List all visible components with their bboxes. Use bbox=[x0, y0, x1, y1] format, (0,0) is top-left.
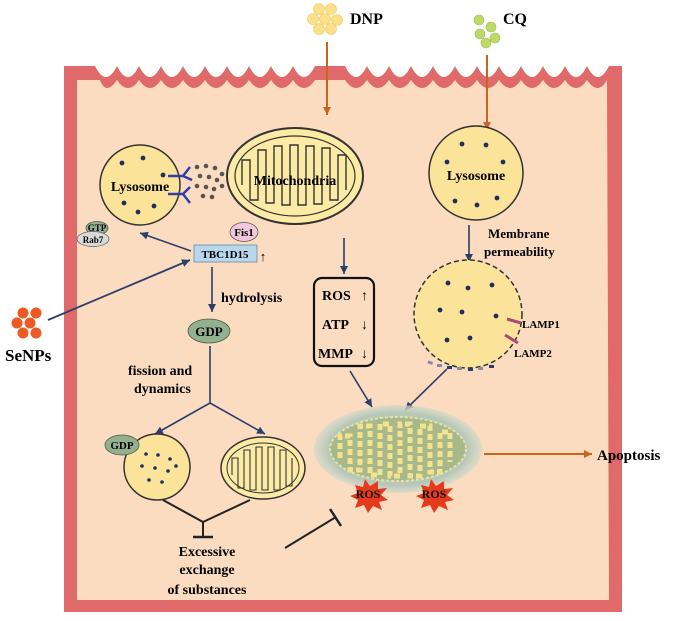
excessive-line2: exchange bbox=[179, 563, 234, 578]
exchange-inhibit-bar bbox=[328, 508, 343, 527]
rab7-oval bbox=[76, 231, 110, 247]
box-mmp-label: MMP bbox=[318, 347, 353, 362]
lamp1-marker bbox=[506, 317, 522, 325]
senps-label: SeNPs bbox=[5, 346, 52, 365]
lysosome-content-dots bbox=[194, 163, 225, 200]
senps-particles bbox=[11, 307, 42, 339]
senps-arrow bbox=[47, 259, 191, 321]
gdp-lower-oval bbox=[104, 434, 140, 456]
ros-burst-2 bbox=[416, 479, 454, 513]
dnp-label: DNP bbox=[350, 11, 383, 28]
tbc1d15-label: TBC1D15 bbox=[201, 249, 249, 261]
tbc-to-rab7-arrow bbox=[139, 231, 192, 252]
box-mmp-arrow: ↓ bbox=[361, 347, 368, 362]
lamp1-label: LAMP1 bbox=[522, 319, 560, 331]
mitochondria-damaged bbox=[314, 405, 482, 493]
gdp-top-oval bbox=[187, 318, 231, 344]
inhibition-branch-right bbox=[202, 499, 251, 523]
ros-burst-1 bbox=[350, 479, 388, 513]
lysosome-left: Lysosome bbox=[99, 144, 181, 226]
excessive-line1: Excessive bbox=[179, 545, 236, 560]
lysosome-right-label: Lysosome bbox=[447, 169, 505, 184]
lysosome-receptor-top bbox=[168, 166, 193, 182]
box-ros-arrow: ↑ bbox=[361, 289, 368, 304]
membrane-line1: Membrane bbox=[488, 226, 550, 241]
dnp-particles bbox=[307, 3, 343, 35]
mitochondria-lower bbox=[220, 436, 306, 500]
lysosome-left-label: Lysosome bbox=[111, 180, 169, 195]
hydrolysis-label: hydrolysis bbox=[221, 291, 283, 306]
box-to-damaged-arrow bbox=[349, 370, 373, 408]
gtp-label: GTP bbox=[88, 223, 107, 233]
apoptosis-label: Apoptosis bbox=[597, 448, 661, 464]
lysosome-receptor-bottom bbox=[168, 186, 191, 204]
tbc1d15-up-arrow: ↑ bbox=[260, 249, 267, 264]
fis1-oval bbox=[229, 222, 259, 242]
ros-atp-mmp-box bbox=[312, 276, 376, 368]
box-atp-label: ATP bbox=[322, 318, 349, 333]
gdp-top-label: GDP bbox=[195, 324, 223, 339]
cq-particles bbox=[473, 14, 501, 49]
tbc1d15-box bbox=[193, 244, 258, 263]
lysosome-permeabilized bbox=[413, 259, 523, 369]
ros-burst-1-label: ROS bbox=[356, 487, 381, 501]
lysosome-lower bbox=[123, 433, 191, 501]
lamp2-marker bbox=[504, 333, 519, 345]
fission-label-line1: fission and bbox=[128, 364, 192, 379]
gdp-lower-label: GDP bbox=[110, 440, 134, 452]
fis1-label: Fis1 bbox=[234, 227, 254, 239]
mitochondria-label: Mitochondria bbox=[254, 174, 336, 189]
inhibition-branch-left bbox=[162, 499, 204, 523]
box-ros-label: ROS bbox=[322, 289, 351, 304]
ros-burst-2-label: ROS bbox=[422, 487, 447, 501]
lysosome-to-damaged-arrow bbox=[404, 368, 448, 411]
branch-right-arrow bbox=[209, 402, 266, 435]
lamp-fragments bbox=[427, 360, 494, 371]
box-atp-arrow: ↓ bbox=[361, 318, 368, 333]
fission-label-line2: dynamics bbox=[134, 382, 191, 397]
mitochondria-top: Mitochondria bbox=[226, 127, 364, 225]
excessive-line3: of substances bbox=[168, 583, 248, 598]
exchange-inhibit-line bbox=[284, 516, 337, 549]
lamp2-label: LAMP2 bbox=[514, 348, 552, 360]
branch-left-arrow bbox=[154, 402, 211, 435]
cq-label: CQ bbox=[503, 11, 527, 28]
rab7-label: Rab7 bbox=[83, 235, 104, 245]
membrane-line2: permeability bbox=[484, 244, 555, 259]
lysosome-right: Lysosome bbox=[428, 125, 524, 221]
